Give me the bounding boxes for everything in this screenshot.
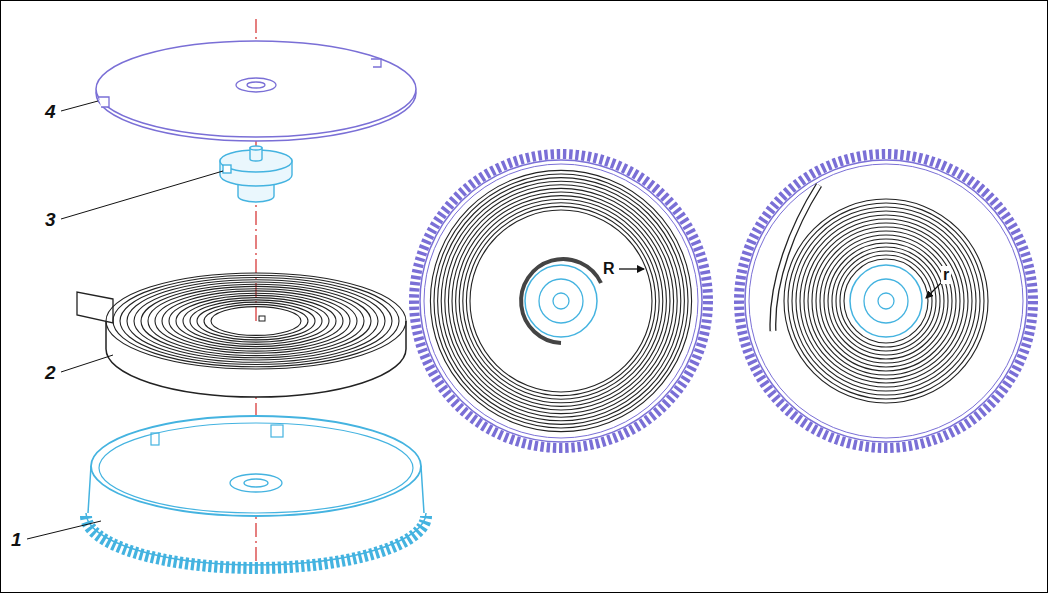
leader-lines	[27, 101, 223, 539]
spring-coil	[148, 286, 364, 355]
dimension-label: r	[941, 266, 951, 284]
spring-coil	[141, 284, 371, 358]
spring-coil	[804, 219, 968, 383]
spring-coil	[466, 206, 655, 395]
spring-coil	[788, 203, 984, 399]
spring-coil	[445, 185, 677, 417]
spring-coil	[113, 275, 399, 367]
spring-coil	[204, 304, 308, 337]
spring-coil	[800, 215, 972, 387]
spring-coil	[197, 302, 315, 340]
spring-coil	[808, 223, 964, 379]
spring-coil	[183, 298, 329, 345]
spring-coil	[796, 211, 976, 391]
spring-coil	[441, 181, 681, 421]
spring-coil	[836, 251, 936, 351]
spring-coil	[816, 231, 956, 371]
spring-coil	[211, 307, 301, 336]
spring-coil	[820, 235, 952, 367]
spring-coil	[456, 196, 667, 407]
dimension-arrow	[619, 268, 644, 269]
callout-number: 2	[45, 363, 56, 382]
spring-coil	[190, 300, 322, 342]
spring-coil	[459, 199, 663, 403]
spring-coil	[448, 188, 673, 413]
dimension-label: R	[601, 260, 617, 278]
arbor	[553, 293, 569, 309]
unwound-barrel-view	[414, 154, 708, 448]
spring-coil	[840, 255, 932, 347]
wound-barrel-view	[739, 154, 1033, 448]
spring-outer-end	[773, 185, 819, 331]
spring-coil	[176, 295, 336, 346]
spring-coil	[844, 259, 928, 343]
spring-coil	[169, 293, 343, 349]
arbor	[864, 279, 908, 323]
spring-coil	[127, 280, 385, 363]
spring-coil	[812, 227, 960, 375]
spring-coil	[120, 278, 392, 365]
spring-coil	[832, 247, 940, 355]
spring-coil	[438, 178, 685, 425]
spring-coil	[134, 282, 378, 360]
spring-coil	[430, 170, 691, 431]
dimension-arrow	[926, 283, 941, 298]
mainspring	[77, 273, 406, 397]
spring-outer-end	[773, 185, 819, 331]
spring-coil	[463, 203, 659, 399]
barrel-drum	[86, 416, 426, 568]
spring-coil	[784, 199, 988, 403]
arbor	[878, 293, 894, 309]
spring-coil	[824, 239, 948, 363]
spring-coil	[792, 207, 980, 395]
spring-coil	[162, 291, 350, 351]
spring-inner-end	[521, 259, 601, 343]
spring-coil	[470, 210, 652, 392]
arbor	[525, 265, 597, 337]
spring-hook	[259, 316, 265, 321]
spring-coil	[106, 273, 406, 369]
spring-coil	[828, 243, 944, 359]
arbor	[539, 279, 583, 323]
spring-coil	[434, 174, 688, 428]
callout-number: 4	[45, 102, 56, 121]
arbor	[220, 146, 292, 202]
callout-number: 3	[45, 210, 56, 229]
arbor	[850, 265, 922, 337]
barrel-cover	[96, 41, 416, 141]
spring-coil	[452, 192, 670, 410]
spring-coil	[155, 289, 357, 354]
callout-number: 1	[11, 530, 22, 549]
